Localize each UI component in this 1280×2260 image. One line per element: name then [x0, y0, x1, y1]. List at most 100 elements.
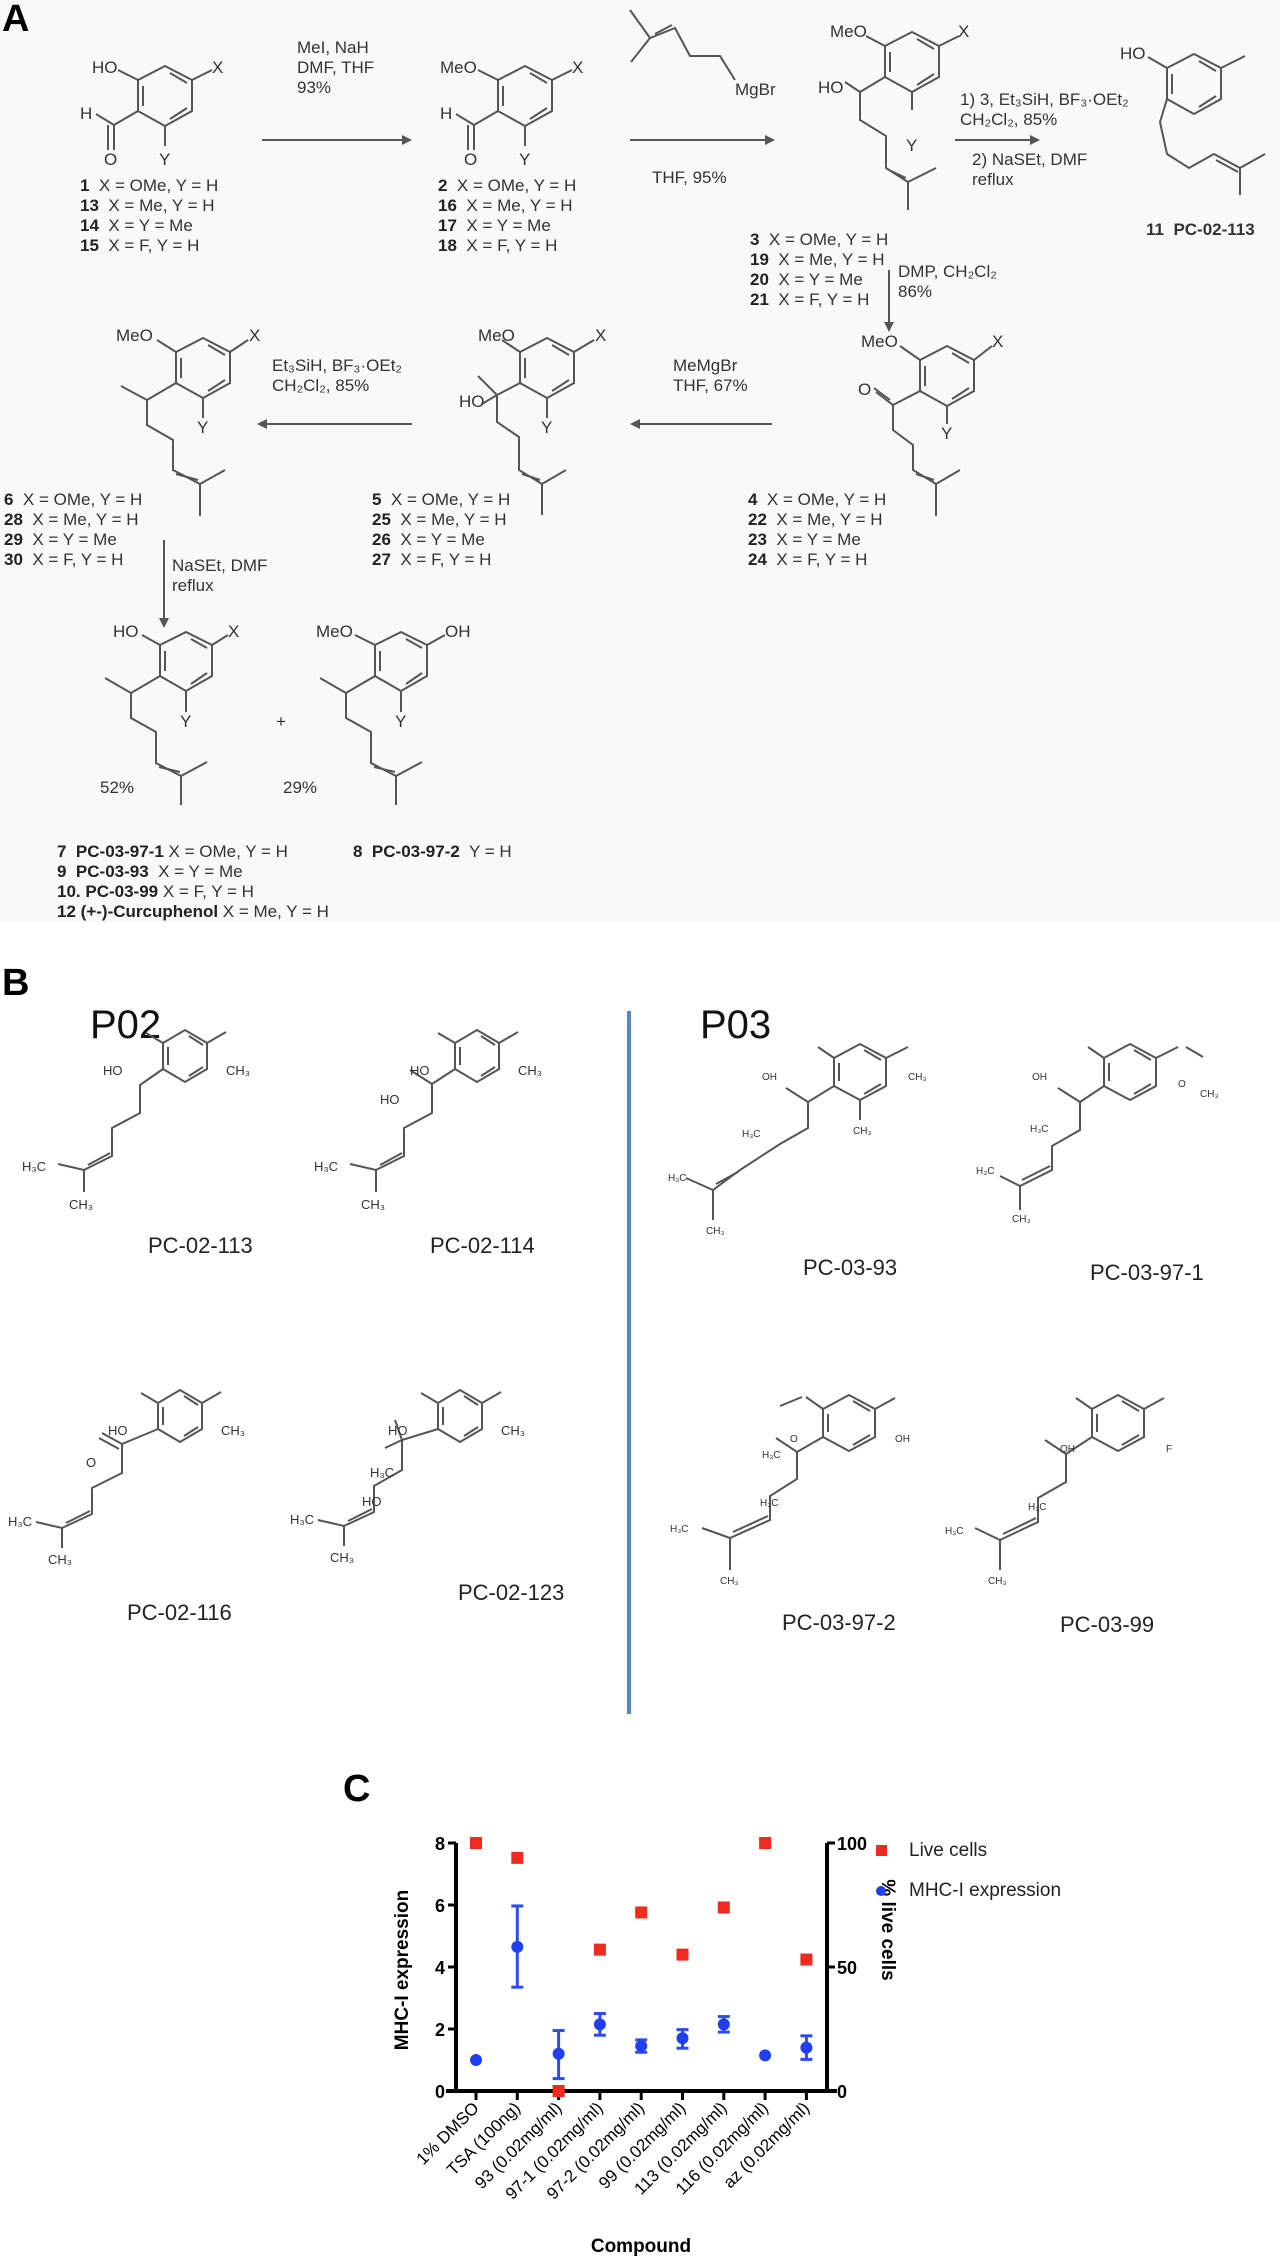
cmpd6-series-list: 6 X = OMe, Y = H 28 X = Me, Y = H 29 X =… [4, 490, 142, 570]
pc02114-h3c-label: H₃C [314, 1159, 339, 1174]
pc0393-ch3-ortho-label: CH₃ [853, 1126, 872, 1137]
cmpd2-o-label: O [464, 150, 478, 169]
pc03971-branch-label: H₃C [1030, 1124, 1049, 1135]
pc02116-ch3-label: CH₃ [221, 1423, 246, 1438]
compound-name-pc-02-114: PC-02-114 [430, 1233, 535, 1258]
y2-tick-label: 50 [837, 1958, 857, 1978]
pc02113-ch3b-label: CH₃ [69, 1197, 94, 1212]
cmpd-desc: X = Me, Y = H [776, 510, 883, 529]
pc0399-h3c-label: H₃C [945, 1526, 964, 1537]
cmpd2-meo-label: MeO [440, 58, 477, 77]
step4-conditions: DMP, CH₂Cl₂ 86% [898, 262, 997, 302]
cmpd-desc: X = OMe, Y = H [766, 490, 887, 509]
plus-sign: + [276, 712, 286, 731]
cmpd-desc: X = Y = Me [778, 270, 863, 289]
cmpd-desc: X = Me, Y = H [108, 196, 215, 215]
pc0399-oh-label: OH [1060, 1444, 1075, 1455]
cmpd2-series-list: 2 X = OMe, Y = H 16 X = Me, Y = H 17 X =… [438, 176, 576, 256]
chart-axes [446, 1843, 837, 2093]
step6-conditions: Et₃SiH, BF₃·OEt₂ CH₂Cl₂, 85% [272, 356, 402, 396]
mhc-data-point [552, 2047, 565, 2060]
product7-ho-label: HO [113, 622, 139, 641]
series-title-p03: P03 [700, 1003, 772, 1047]
cmpd-num: 9 [57, 862, 67, 881]
panel-b-structure-bonds [35, 1028, 1204, 1570]
compound-name-pc-02-123: PC-02-123 [458, 1580, 565, 1605]
cmpd-desc: X = OMe, Y = H [22, 490, 143, 509]
legend-circle-icon [876, 1885, 886, 1896]
panel-letter-a: A [2, 0, 30, 40]
pc02113-ch3-label: CH₃ [226, 1063, 251, 1078]
pc02114-ch3-label: CH₃ [518, 1063, 543, 1078]
cmpd1-o-label: O [104, 150, 118, 169]
cmpd-num: 27 [372, 550, 391, 569]
pc03972-ch3b-label: CH₃ [720, 1576, 739, 1587]
cmpd3-y-label: Y [906, 136, 918, 155]
live-cells-data-point [511, 1851, 524, 1864]
cmpd-num: 30 [4, 550, 23, 569]
cmpd-num: 28 [4, 510, 23, 529]
cmpd2-x-label: X [572, 58, 584, 77]
cmpd-desc: Y = H [468, 842, 512, 861]
cmpd-num: 8 [353, 842, 363, 861]
cmpd3-series-list: 3 X = OMe, Y = H 19 X = Me, Y = H 20 X =… [750, 230, 888, 310]
compound-name-pc-02-116: PC-02-116 [127, 1600, 232, 1625]
cond-line: MeMgBr [673, 356, 738, 375]
product8-oh-label: OH [445, 622, 471, 641]
cmpd-desc: X = OMe, Y = H [390, 490, 511, 509]
y2-tick-label: 0 [837, 2082, 847, 2102]
cmpd-num: 29 [4, 530, 23, 549]
cmpd-num: 5 [372, 490, 382, 509]
cmpd3-meo-label: MeO [830, 22, 867, 41]
grignard-mgbr-label: MgBr [735, 80, 776, 99]
cond-line: DMF, THF [297, 58, 375, 77]
compound-name-pc-03-99: PC-03-99 [1060, 1612, 1155, 1637]
product8-yield: 29% [283, 778, 318, 797]
cond-line: DMP, CH₂Cl₂ [898, 262, 997, 281]
y-tick-label: 8 [435, 1834, 445, 1854]
cmpd-num: 16 [438, 196, 457, 215]
cmpd-desc: X = Me, Y = H [400, 510, 507, 529]
cond-line: 1) 3, Et₃SiH, BF₃·OEt₂ [960, 90, 1129, 109]
legend-label: Live cells [909, 1840, 988, 1861]
cmpd-num: 24 [748, 550, 767, 569]
cmpd5-y-label: Y [541, 418, 553, 437]
pc0393-h3c-label: H₃C [668, 1173, 687, 1184]
cmpd-num: 2 [438, 176, 448, 195]
cmpd11-label: 11 PC-02-113 [1146, 220, 1255, 240]
cmpd-num: 10. [57, 882, 81, 901]
cmpd-desc: X = F, Y = H [32, 550, 124, 569]
pc02123-side-h3c-label: H₃C [370, 1465, 395, 1480]
cmpd-desc: X = F, Y = H [400, 550, 492, 569]
cmpd-desc: X = Y = Me [400, 530, 485, 549]
pc02116-oh-label: HO [108, 1423, 128, 1438]
y-axis-label: MHC-I expression [392, 1890, 413, 2050]
product8-y-label: Y [395, 712, 407, 731]
cmpd-desc: X = Y = Me [108, 216, 193, 235]
cmpd-num: 22 [748, 510, 767, 529]
pc03972-oh-label: OH [895, 1434, 910, 1445]
cmpd-name: PC-03-97-1 [75, 842, 164, 861]
cond-line: 86% [898, 282, 933, 301]
cmpd-num: 26 [372, 530, 391, 549]
cmpd-num: 23 [748, 530, 767, 549]
mhc-data-point [511, 1940, 524, 1953]
cmpd-num: 21 [750, 290, 769, 309]
pc03971-ch3b-label: CH₃ [1012, 1214, 1031, 1225]
cmpd-name: PC-03-97-2 [371, 842, 460, 861]
cmpd-num: 6 [4, 490, 14, 509]
legend-mhc-expression: MHC-I expression [876, 1880, 1061, 1902]
mhc-data-point [717, 2018, 730, 2031]
step2-conditions: THF, 95% [652, 168, 727, 187]
compound-name-pc-02-113: PC-02-113 [148, 1233, 253, 1258]
cond-line: CH₂Cl₂, 85% [960, 110, 1058, 129]
live-cells-data-point [635, 1906, 648, 1919]
pc02116-h3c-label: H₃C [8, 1514, 33, 1529]
pc0399-branch-label: H₃C [1028, 1502, 1047, 1513]
compound-name-pc-03-93: PC-03-93 [803, 1255, 898, 1280]
cond-line: Et₃SiH, BF₃·OEt₂ [272, 356, 403, 375]
cmpd5-x-label: X [595, 326, 607, 345]
cmpd1-x-label: X [212, 58, 224, 77]
cmpd-desc: X = F, Y = H [466, 236, 558, 255]
panel-letter-c: C [343, 1768, 371, 1810]
